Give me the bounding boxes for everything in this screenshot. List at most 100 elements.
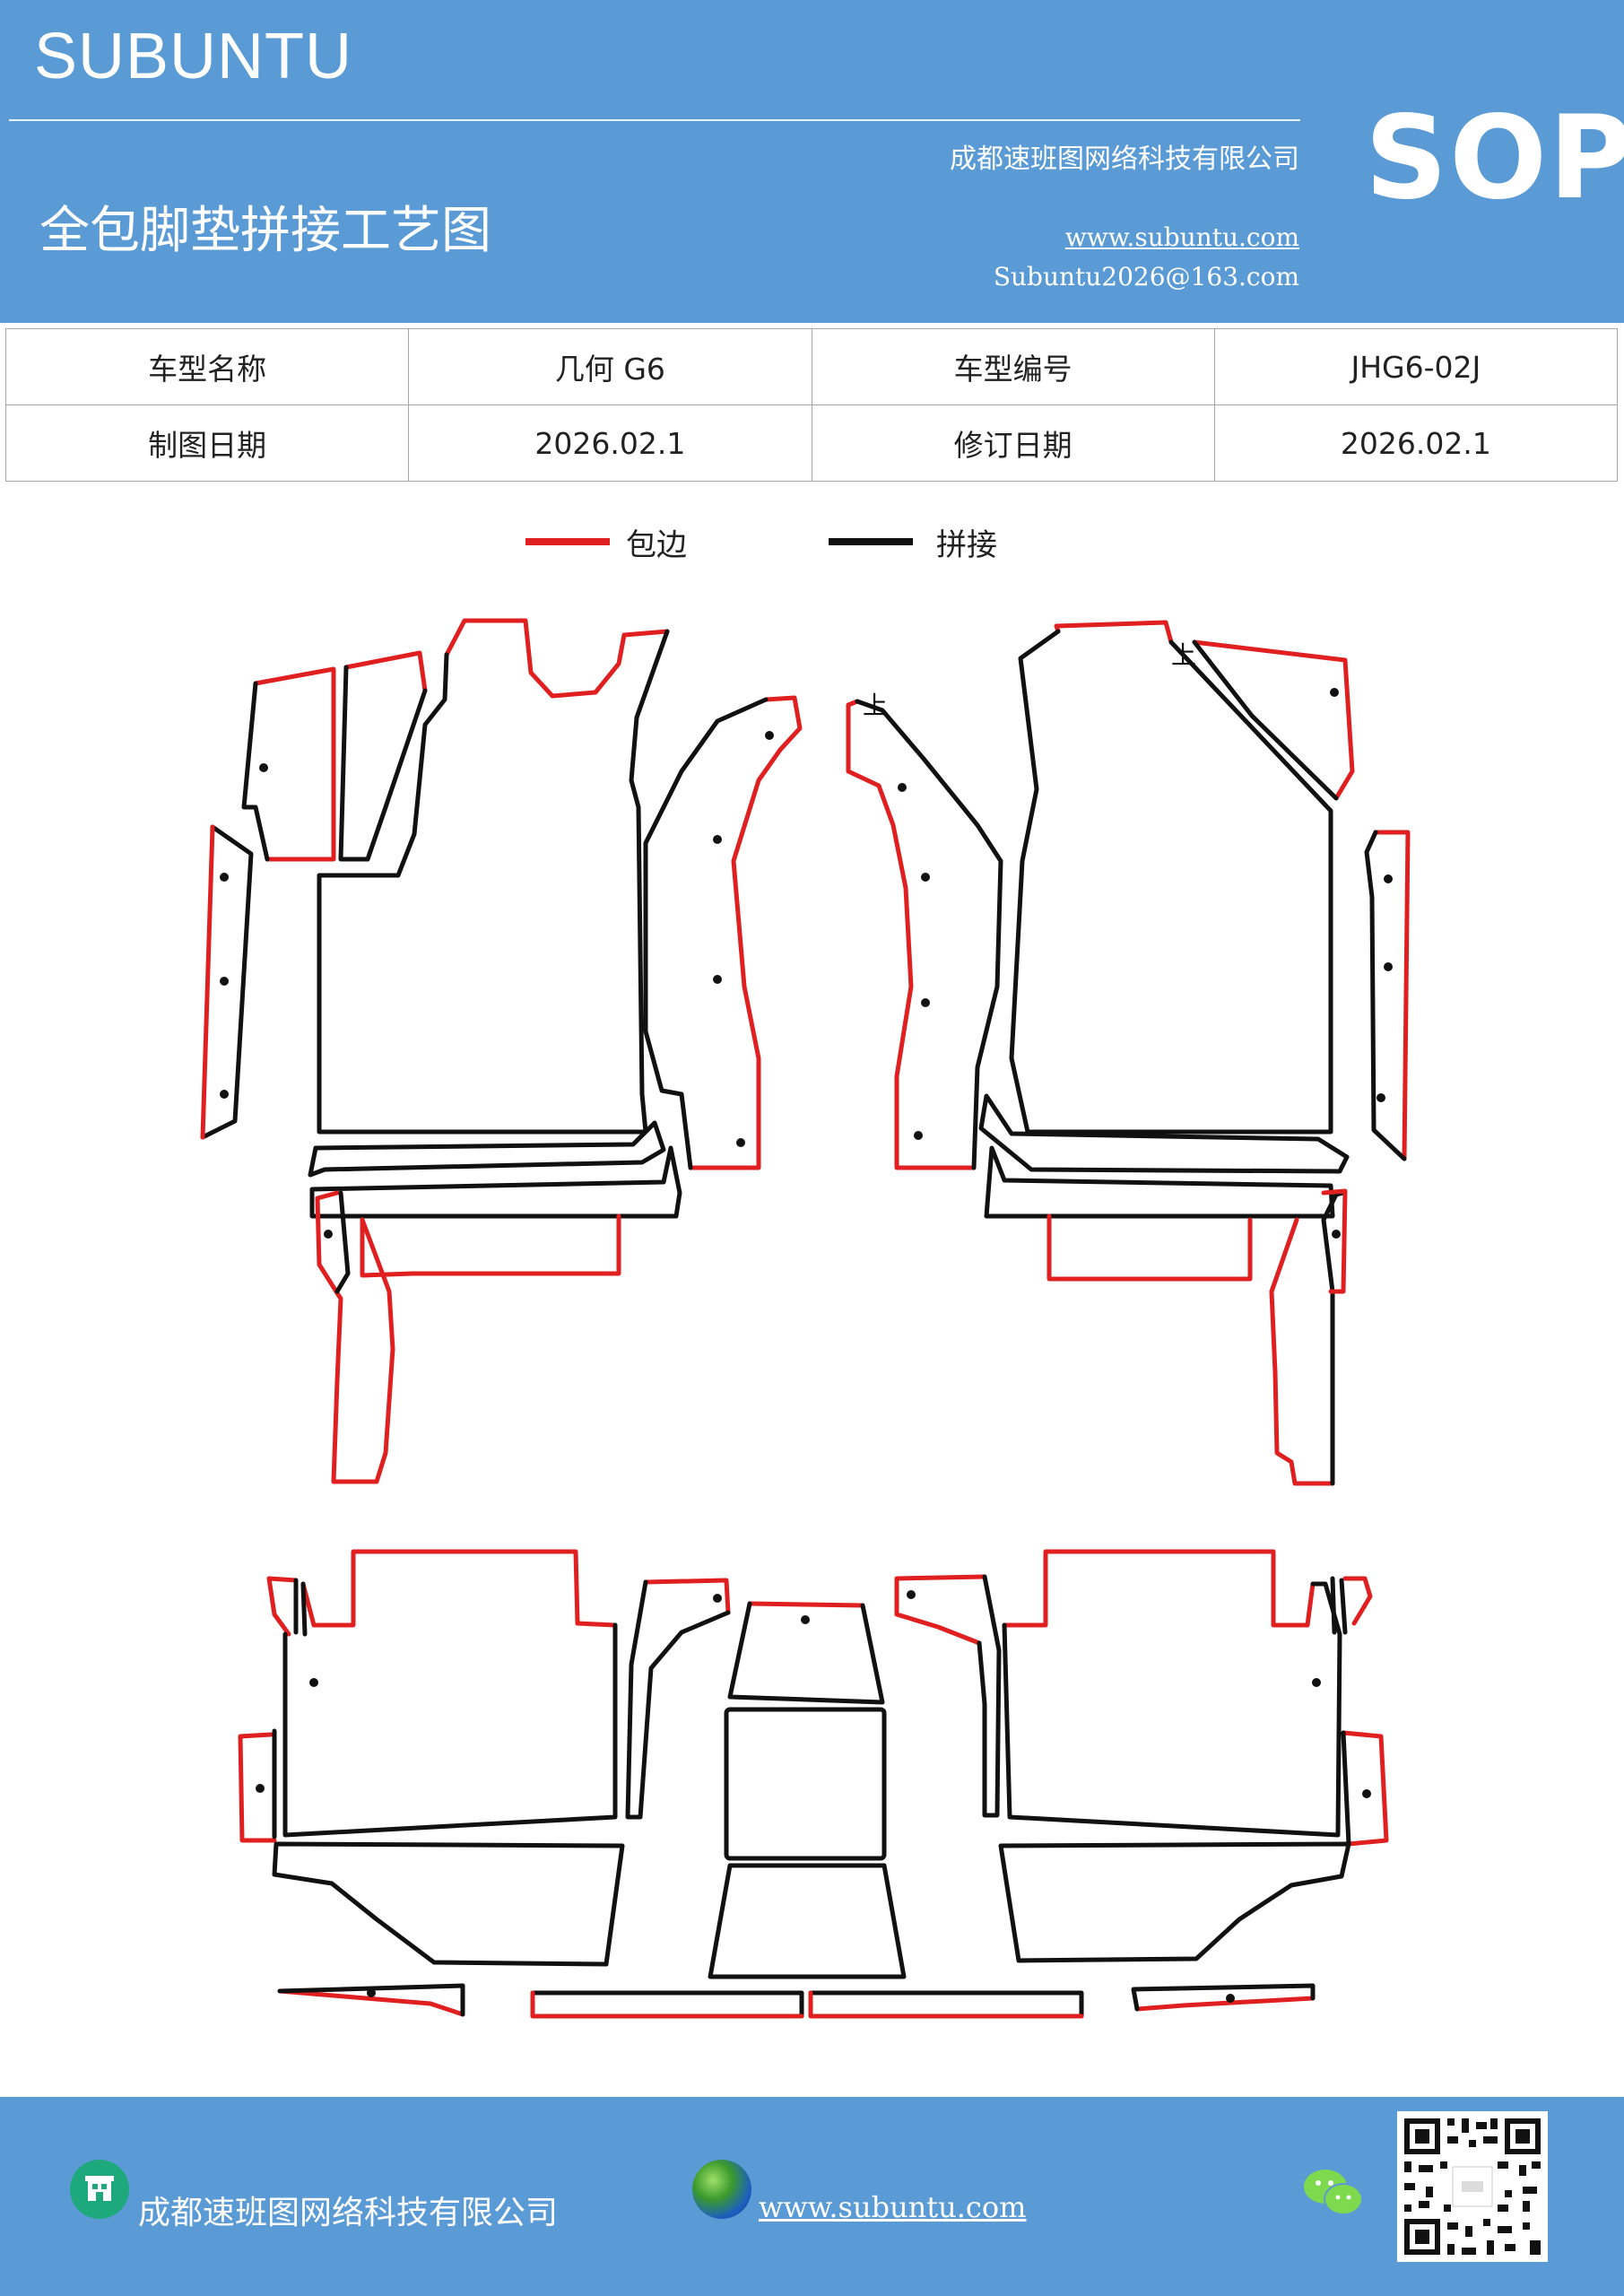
table-cell: 车型编号 <box>811 328 1215 405</box>
mat-piece-edge <box>360 1213 621 1278</box>
fixing-hole <box>713 975 722 984</box>
fixing-hole <box>1384 962 1393 971</box>
mat-piece-seam <box>282 1622 618 1838</box>
fixing-hole <box>921 998 930 1007</box>
mat-piece-edge <box>200 824 215 1140</box>
mat-piece-seam <box>625 1579 731 1820</box>
mat-piece-seam <box>200 824 254 1140</box>
fixing-hole <box>220 1090 229 1099</box>
fixing-hole <box>220 873 229 882</box>
mat-piece-seam <box>1321 1190 1346 1486</box>
fixing-hole <box>367 1988 376 1997</box>
fixing-hole <box>1330 688 1339 697</box>
fixing-hole <box>898 783 907 792</box>
mat-piece-seam <box>277 1983 465 2017</box>
mat-piece-edge <box>277 1988 465 2017</box>
mat-piece-seam <box>308 1120 666 1178</box>
sop-label: SOP <box>1365 91 1624 225</box>
floor-mat-splicing-diagram: 上 上 <box>200 618 1411 2019</box>
mat-piece-seam <box>1009 629 1333 1135</box>
table-cell: 车型名称 <box>4 328 410 405</box>
mat-piece-seam <box>978 1093 1350 1174</box>
fixing-hole <box>801 1615 810 1624</box>
globe-icon <box>692 2160 751 2219</box>
mat-piece-seam <box>241 681 270 862</box>
center-tunnel-mat-group <box>530 1601 1084 2019</box>
mat-piece-seam <box>984 1145 1335 1219</box>
mat-piece-edge <box>688 695 803 1170</box>
mat-piece-edge <box>894 1574 987 1646</box>
mat-piece-edge <box>1192 639 1355 801</box>
table-cell: 修订日期 <box>811 404 1215 482</box>
fixing-hole <box>309 1678 318 1687</box>
footer-company-name: 成都速班图网络科技有限公司 <box>138 2195 559 2231</box>
mat-piece-edge <box>343 650 428 693</box>
up-mark: 上 <box>863 691 888 720</box>
wechat-icon[interactable] <box>1302 2165 1365 2219</box>
front-right-mat-group: 上 上 <box>846 620 1411 1486</box>
fixing-hole <box>921 873 930 882</box>
header-banner: SUBUNTU 成都速班图网络科技有限公司 SOP 全包脚垫拼接工艺图 www.… <box>0 0 1624 323</box>
fixing-hole <box>736 1138 745 1147</box>
header-divider <box>9 119 1300 121</box>
fixing-hole <box>1376 1093 1385 1102</box>
mat-piece-edge <box>238 1732 277 1843</box>
mat-piece-edge <box>1321 1188 1348 1294</box>
mat-piece-seam <box>309 1145 682 1219</box>
mat-piece-edge <box>530 1990 804 2019</box>
fixing-hole <box>1332 1230 1341 1239</box>
fixing-hole <box>907 1590 916 1599</box>
mat-piece-edge <box>1341 1730 1389 1847</box>
table-row: 车型名称 几何 G6 车型编号 JHG6-02J <box>4 328 1619 405</box>
mat-piece-seam <box>1002 1581 1342 1838</box>
mat-piece-seam <box>317 629 670 1135</box>
mat-piece-edge <box>300 1549 618 1628</box>
mat-piece-seam <box>643 697 769 1170</box>
rear-right-mat-group <box>894 1549 1389 2012</box>
fixing-hole <box>220 977 229 986</box>
fixing-hole <box>1226 1994 1235 2003</box>
table-cell: JHG6-02J <box>1213 328 1619 405</box>
table-cell: 2026.02.1 <box>1213 404 1619 482</box>
mat-piece-edge <box>643 1578 731 1615</box>
rear-left-mat-group <box>238 1549 731 2017</box>
table-cell: 制图日期 <box>4 404 410 482</box>
company-name: 成都速班图网络科技有限公司 <box>950 144 1299 175</box>
legend-swatch-seam <box>829 538 913 545</box>
fixing-hole <box>914 1131 923 1140</box>
legend: 包边 拼接 <box>0 520 1624 574</box>
mat-piece-seam <box>334 1190 351 1294</box>
header-website-link[interactable]: www.subuntu.com <box>1064 222 1299 252</box>
front-left-mat-group <box>200 618 803 1484</box>
mat-piece-seam <box>293 1578 308 1637</box>
qr-code[interactable] <box>1397 2111 1548 2262</box>
mat-piece-seam <box>1192 639 1339 801</box>
mat-piece-edge <box>315 1190 395 1484</box>
mat-piece-seam <box>998 1841 1351 1963</box>
footer-banner: 成都速班图网络科技有限公司 www.subuntu.com <box>0 2097 1624 2296</box>
document-title: 全包脚垫拼接工艺图 <box>39 202 491 260</box>
fixing-hole <box>256 1784 265 1793</box>
fixing-hole <box>713 1594 722 1603</box>
mat-piece-edge <box>1046 1213 1253 1282</box>
vehicle-info-table: 车型名称 几何 G6 车型编号 JHG6-02J 制图日期 2026.02.1 … <box>4 328 1619 482</box>
up-mark: 上 <box>1171 640 1196 670</box>
header-email[interactable]: Subuntu2026@163.com <box>993 262 1299 291</box>
fixing-hole <box>259 763 268 772</box>
mat-piece-seam <box>977 1574 1002 1818</box>
fixing-hole <box>324 1230 333 1239</box>
table-row: 制图日期 2026.02.1 修订日期 2026.02.1 <box>4 404 1619 482</box>
mat-piece-seam <box>708 1863 907 1979</box>
mat-piece-seam <box>338 665 428 862</box>
mat-piece-seam <box>727 1601 885 1705</box>
mat-piece-edge <box>1002 1549 1316 1628</box>
legend-swatch-edge <box>525 538 610 545</box>
table-cell: 几何 G6 <box>408 328 812 405</box>
brand-name: SUBUNTU <box>34 21 353 92</box>
fixing-hole <box>713 835 722 844</box>
footer-website-link[interactable]: www.subuntu.com <box>759 2190 1027 2224</box>
fixing-hole <box>765 731 774 740</box>
mat-piece-edge <box>253 666 336 862</box>
mat-piece-seam <box>1364 830 1407 1161</box>
mat-piece-seam <box>808 1990 1084 2019</box>
